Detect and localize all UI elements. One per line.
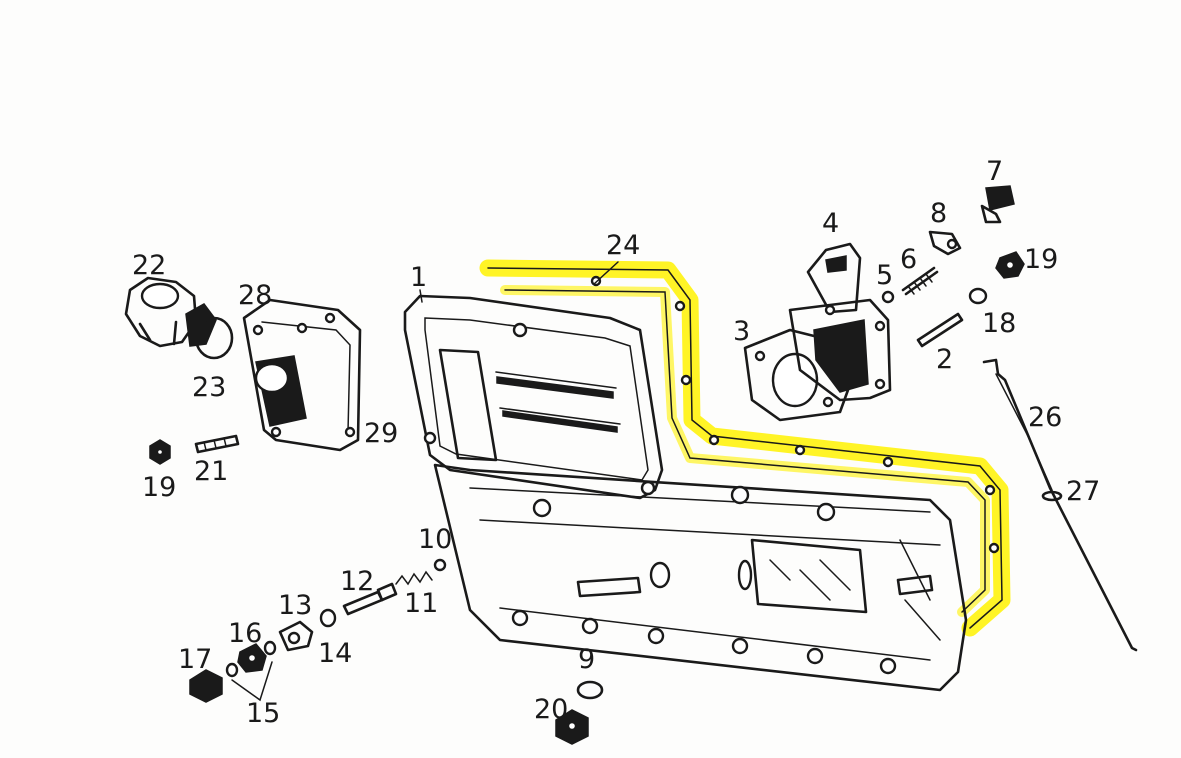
part-12-plunger (342, 582, 398, 616)
part-17-cap-nut (189, 669, 223, 703)
callout-22: 22 (132, 250, 166, 281)
leader-lines (419, 261, 619, 303)
callout-13: 13 (278, 590, 312, 621)
callout-4: 4 (822, 208, 839, 239)
callout-14: 14 (318, 638, 352, 669)
callout-5: 5 (876, 260, 893, 291)
part-8-lock-washer (928, 230, 962, 256)
callout-6: 6 (900, 244, 917, 275)
callout-2: 2 (936, 344, 953, 375)
callout-9: 9 (578, 644, 595, 675)
part-22-filler-cap (124, 276, 217, 348)
part-2-pin (916, 312, 964, 348)
part-14-washer (319, 608, 337, 628)
part-28-flange-housing (242, 298, 362, 452)
part-21-stud (194, 434, 240, 454)
callout-7: 7 (986, 156, 1003, 187)
part-27-seal (1041, 490, 1063, 502)
callout-17: 17 (178, 644, 212, 675)
callout-16: 16 (228, 618, 262, 649)
part-23-o-ring (194, 316, 234, 360)
housing-bolt-holes (423, 322, 897, 675)
callout-29: 29 (364, 418, 398, 449)
main-housing (403, 294, 968, 692)
part-4-pump-housing (788, 242, 892, 402)
part-9-washer (576, 680, 604, 700)
callout-19-left: 19 (142, 472, 176, 503)
callout-24: 24 (606, 230, 640, 261)
part-19-nut-left (149, 439, 171, 465)
part-10-ball (433, 558, 447, 572)
part-19-nut-right (995, 251, 1025, 279)
part-20-drain-plug (555, 709, 589, 745)
callout-3: 3 (733, 316, 750, 347)
callout-20: 20 (534, 694, 568, 725)
callout-11: 11 (404, 588, 438, 619)
callout-21: 21 (194, 456, 228, 487)
part-16-nut (237, 643, 267, 673)
part-11-spring (395, 570, 433, 586)
callout-12: 12 (340, 566, 374, 597)
callout-26: 26 (1028, 402, 1062, 433)
part-18-washer (968, 287, 988, 305)
callout-labels: 1 2 3 4 5 6 7 8 9 10 11 12 13 14 15 16 1… (132, 156, 1100, 729)
callout-10: 10 (418, 524, 452, 555)
part-5-ball (881, 290, 895, 304)
callout-8: 8 (930, 198, 947, 229)
callout-28: 28 (238, 280, 272, 311)
part-26-dipstick (982, 358, 1138, 652)
callout-19-right: 19 (1024, 244, 1058, 275)
callout-15: 15 (246, 698, 280, 729)
callout-27: 27 (1066, 476, 1100, 507)
callout-18: 18 (982, 308, 1016, 339)
part-7-plug (980, 185, 1015, 224)
part-13-plug (278, 620, 314, 652)
part-15-washers (225, 640, 277, 702)
callout-1: 1 (410, 262, 427, 293)
callout-23: 23 (192, 372, 226, 403)
part-6-spring (901, 266, 939, 296)
